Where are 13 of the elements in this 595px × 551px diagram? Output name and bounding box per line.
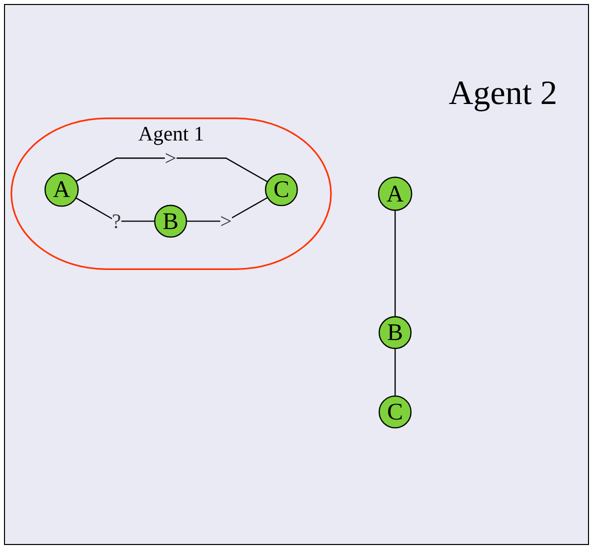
connector bbox=[394, 210, 396, 318]
diagram-drawing: Agent 1 ? > > A B C A B C bbox=[5, 112, 418, 437]
node-circle bbox=[378, 316, 412, 350]
node-circle bbox=[264, 174, 298, 207]
node-circle bbox=[154, 205, 188, 238]
node-circle bbox=[378, 396, 412, 429]
connector bbox=[186, 197, 268, 222]
connector bbox=[76, 198, 155, 222]
connector bbox=[76, 158, 268, 183]
node-circle bbox=[378, 177, 412, 212]
node-circle bbox=[44, 172, 79, 208]
group-heading: Agent 2 bbox=[448, 75, 558, 113]
connector bbox=[394, 348, 396, 396]
